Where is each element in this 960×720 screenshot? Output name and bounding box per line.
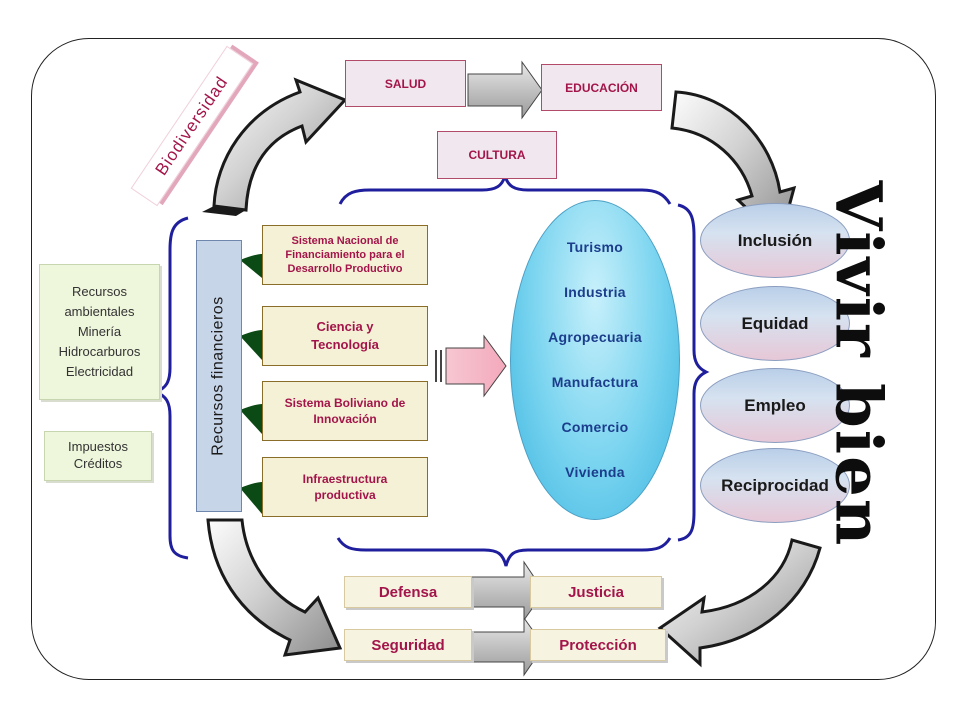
brace-top xyxy=(338,170,672,205)
system-box: Ciencia y Tecnología xyxy=(262,306,428,366)
resource-item: Hidrocarburos xyxy=(58,344,141,360)
brace-left xyxy=(151,216,189,560)
block-arrow-icon xyxy=(435,334,507,398)
brace-right xyxy=(677,203,710,542)
outcome-empleo: Empleo xyxy=(700,368,850,443)
system-box: Sistema Boliviano de Innovación xyxy=(262,381,428,441)
sectors-ellipse: Turismo Industria Agropecuaria Manufactu… xyxy=(510,200,680,520)
resource-item: Recursos ambientales xyxy=(64,283,135,319)
sector-item: Industria xyxy=(564,284,626,300)
curved-arrow-icon xyxy=(657,538,822,668)
defensa-box: Defensa xyxy=(344,576,472,608)
tax-item: Impuestos xyxy=(68,439,128,455)
seguridad-box: Seguridad xyxy=(344,629,472,661)
sector-item: Agropecuaria xyxy=(548,329,642,345)
curved-arrow-icon xyxy=(206,518,343,657)
diagram-frame xyxy=(31,38,936,680)
resource-item: Electricidad xyxy=(65,364,134,380)
curved-arrow-icon xyxy=(202,77,348,216)
vivir-bien-title: Vivir bien xyxy=(820,180,896,548)
sector-item: Manufactura xyxy=(551,374,639,390)
outcome-equidad: Equidad xyxy=(700,286,850,361)
resource-item: Minería xyxy=(77,323,122,339)
proteccion-box: Protección xyxy=(530,629,666,661)
justicia-box: Justicia xyxy=(530,576,662,608)
recursos-financieros-label: Recursos financieros xyxy=(210,296,227,456)
system-box: Sistema Nacional de Financiamiento para … xyxy=(262,225,428,285)
recursos-ambientales-box: Recursos ambientales Minería Hidrocarbur… xyxy=(39,264,160,400)
leaf-connector xyxy=(240,254,262,514)
recursos-financieros-box: Recursos financieros xyxy=(196,240,242,512)
cultura-box: CULTURA xyxy=(437,131,557,179)
sector-item: Comercio xyxy=(561,419,629,435)
sector-item: Turismo xyxy=(566,239,624,255)
educacion-box: EDUCACIÓN xyxy=(541,64,662,111)
block-arrow-icon xyxy=(467,60,543,120)
sector-item: Vivienda xyxy=(565,464,625,480)
system-box: Infraestructura productiva xyxy=(262,457,428,517)
impuestos-creditos-box: Impuestos Créditos xyxy=(44,431,152,481)
tax-item: Créditos xyxy=(73,456,123,471)
brace-bottom xyxy=(336,537,672,567)
outcome-reciprocidad: Reciprocidad xyxy=(700,448,850,523)
outcome-inclusion: Inclusión xyxy=(700,203,850,278)
salud-box: SALUD xyxy=(345,60,466,107)
